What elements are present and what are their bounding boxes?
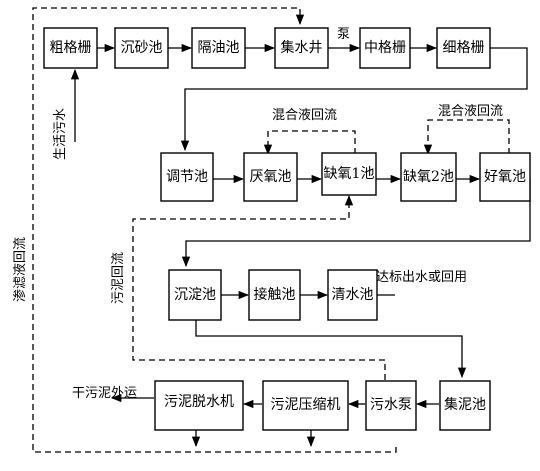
sludge-return-label: 污泥回流 [111,252,126,304]
domestic-sewage-label: 生活污水 [53,108,68,160]
anaerobic-tank-label: 厌氧池 [250,169,292,185]
mixed-liquor-return-label-1: 混合液回流 [272,108,337,123]
effluent-label: 达标出水或回用 [376,270,467,285]
mixed-liquor-return-line-1 [263,130,356,156]
fine-screen-label: 细格栅 [443,40,485,56]
fine-screen-box: 细格栅 [436,27,491,69]
leachate-return-label: 渗滤液回流 [13,237,28,302]
sludge-thickener-box: 污泥压缩机 [262,380,349,431]
leachate-return-line [32,7,397,453]
grit-chamber-label: 沉砂池 [121,40,163,56]
dry-sludge-out-label: 干污泥外运 [72,386,137,401]
collection-well-label: 集水井 [281,39,323,56]
flow-sedimentation-to-sludge-collection [195,320,467,379]
contact-tank-label: 接触池 [254,286,296,303]
coarse-screen-label: 粗格栅 [50,40,92,56]
pump-label: 泵 [337,27,350,42]
sewage-pump-label: 污水泵 [370,397,412,413]
sludge-dewatering-box: 污泥脱水机 [154,380,244,431]
equalization-tank-box: 调节池 [160,152,214,202]
collection-well-box: 集水井 [274,27,329,69]
aerobic-tank-box: 好氧池 [479,152,531,202]
anaerobic-tank-box: 厌氧池 [243,152,298,202]
grit-chamber-box: 沉砂池 [114,27,169,69]
medium-screen-box: 中格栅 [359,27,411,69]
sedimentation-tank-box: 沉淀池 [168,269,222,321]
sewage-pump-box: 污水泵 [365,380,417,431]
mixed-liquor-return-line-2 [423,119,510,156]
clear-water-tank-box: 清水池 [327,269,378,321]
dashed-return-lines [32,7,510,453]
sludge-dewatering-label: 污泥脱水机 [164,394,234,410]
anoxic-tank-1-label: 缺氧1池 [324,166,375,182]
solid-flow-lines [70,43,531,448]
flow-aerobic-to-sedimentation [181,179,531,268]
coarse-screen-box: 粗格栅 [43,27,98,69]
medium-screen-label: 中格栅 [364,40,406,56]
anoxic-tank-1-box: 缺氧1池 [321,152,377,196]
anoxic-tank-2-label: 缺氧2池 [403,169,454,185]
oil-separator-box: 隔油池 [191,27,246,69]
sludge-collection-tank-box: 集泥池 [439,380,491,431]
mixed-liquor-return-label-2: 混合液回流 [438,104,503,119]
sedimentation-tank-label: 沉淀池 [174,287,216,303]
equalization-tank-label: 调节池 [166,169,208,185]
sludge-return-line [132,194,386,380]
oil-separator-label: 隔油池 [198,40,240,56]
sludge-thickener-label: 污泥压缩机 [271,397,341,413]
anoxic-tank-2-box: 缺氧2池 [400,152,457,202]
aerobic-tank-label: 好氧池 [484,169,526,185]
contact-tank-box: 接触池 [248,269,301,321]
flow-fine-to-equalization [180,47,528,152]
sludge-collection-tank-label: 集泥池 [444,396,486,413]
clear-water-tank-label: 清水池 [332,287,374,303]
